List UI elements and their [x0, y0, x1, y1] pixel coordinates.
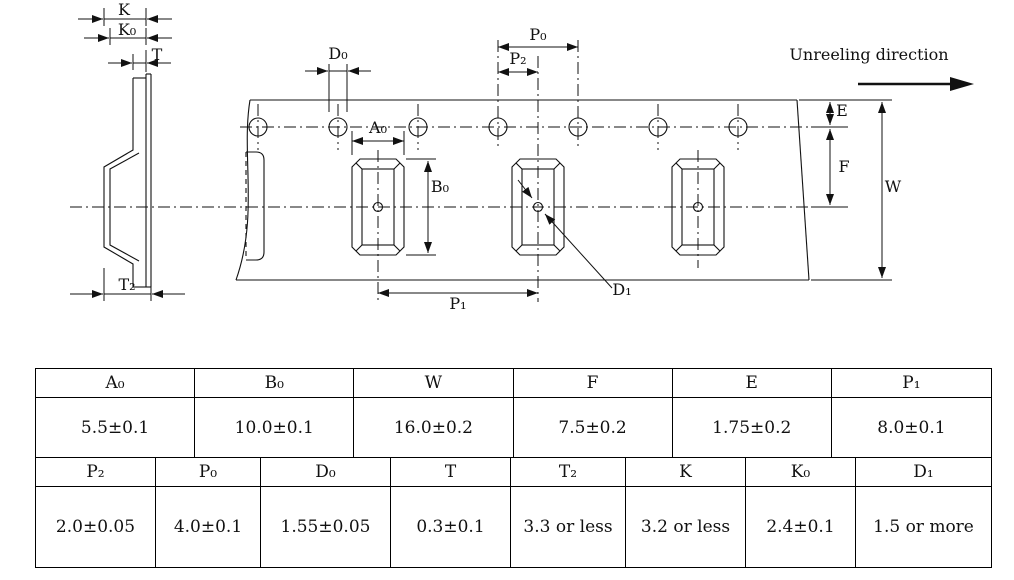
unreeling-arrow-icon	[858, 77, 974, 91]
pocket	[671, 158, 725, 256]
dimension-lines	[305, 43, 892, 297]
header-e: E	[672, 369, 832, 398]
header-t2: T₂	[511, 458, 626, 487]
dim-label-k0: K₀	[118, 20, 136, 39]
dim-label-a0: A₀	[368, 118, 387, 137]
header-p0: P₀	[156, 458, 261, 487]
value-d0: 1.55±0.05	[261, 487, 391, 567]
value-p1: 8.0±0.1	[831, 398, 991, 458]
dim-label-d0: D₀	[328, 44, 347, 63]
dim-label-t: T	[152, 45, 163, 64]
diagram-labels: K K₀ T T₂ D₀ P₀ P₂ A₀ B₀ E F W P₁ D₁ Unr…	[118, 0, 949, 313]
carrier-tape-drawing: K K₀ T T₂ D₀ P₀ P₂ A₀ B₀ E F W P₁ D₁ Unr…	[70, 0, 974, 313]
dimension-table-group1: A₀ B₀ W F E P₁ 5.5±0.1 10.0±0.1 16.0±0.2…	[36, 369, 991, 458]
value-b0: 10.0±0.1	[195, 398, 355, 458]
header-k: K	[626, 458, 746, 487]
dim-label-f: F	[838, 157, 849, 176]
value-k: 3.2 or less	[626, 487, 746, 567]
value-k0: 2.4±0.1	[746, 487, 856, 567]
dim-label-t2: T₂	[118, 275, 135, 294]
header-d1: D₁	[856, 458, 991, 487]
header-d0: D₀	[261, 458, 391, 487]
centerlines	[70, 40, 811, 302]
value-a0: 5.5±0.1	[36, 398, 196, 458]
tape-outline	[235, 99, 810, 281]
value-e: 1.75±0.2	[672, 398, 832, 458]
value-w: 16.0±0.2	[354, 398, 514, 458]
dimension-table: A₀ B₀ W F E P₁ 5.5±0.1 10.0±0.1 16.0±0.2…	[35, 368, 992, 568]
value-d1: 1.5 or more	[873, 517, 974, 537]
dim-label-w: W	[885, 177, 902, 196]
pockets	[351, 158, 725, 256]
dim-label-k: K	[118, 0, 131, 19]
header-k0: K₀	[746, 458, 856, 487]
dim-label-p0: P₀	[529, 25, 546, 44]
value-f: 7.5±0.2	[513, 398, 673, 458]
dim-label-p1: P₁	[449, 294, 466, 313]
header-p2: P₂	[36, 458, 156, 487]
section-dimensions	[70, 8, 185, 301]
header-b0: B₀	[195, 369, 355, 398]
header-f: F	[513, 369, 673, 398]
dim-label-d1: D₁	[612, 280, 631, 299]
dim-label-p2: P₂	[509, 49, 526, 68]
value-p2: 2.0±0.05	[36, 487, 156, 567]
dim-label-b0: B₀	[431, 177, 449, 196]
unreeling-direction-label: Unreeling direction	[789, 45, 948, 64]
pocket	[511, 158, 565, 256]
header-a0: A₀	[36, 369, 196, 398]
dimension-table-group2: P₂ P₀ D₀ T T₂ K K₀ D₁ 2.0±0.05 4.0±0.1 1…	[36, 458, 991, 567]
value-t2: 3.3 or less	[511, 487, 626, 567]
header-w: W	[354, 369, 514, 398]
value-t: 0.3±0.1	[391, 487, 511, 567]
header-p1: P₁	[831, 369, 991, 398]
dim-label-e: E	[836, 101, 848, 120]
pocket	[351, 158, 405, 256]
section-view	[103, 73, 152, 288]
header-t: T	[391, 458, 511, 487]
value-p0: 4.0±0.1	[156, 487, 261, 567]
